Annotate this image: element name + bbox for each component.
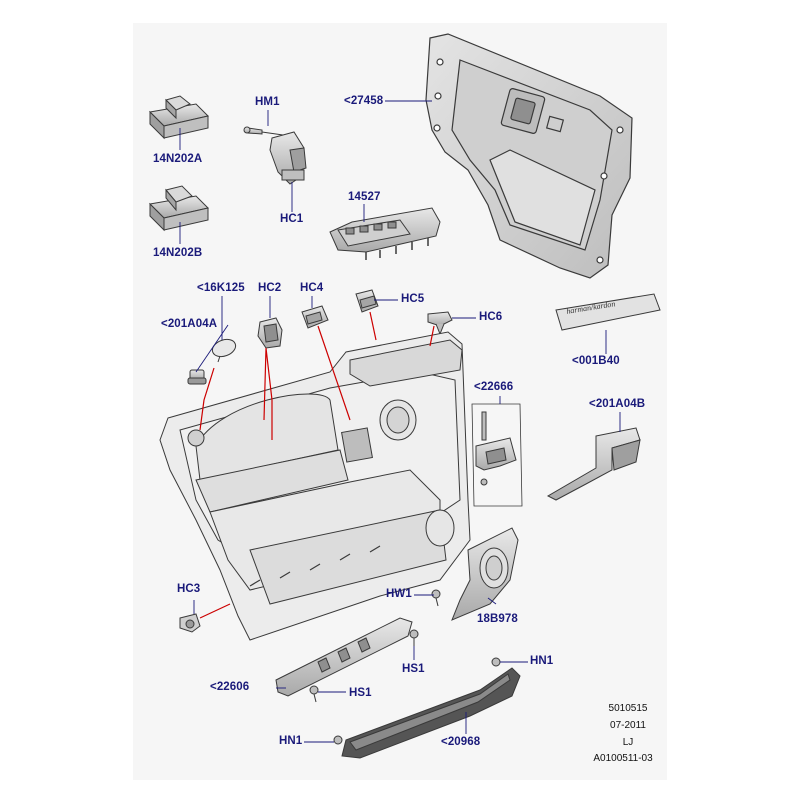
fastener-hc3: [179, 613, 201, 633]
cap-16k125: [211, 338, 237, 363]
label-hc3: HC3: [177, 583, 201, 595]
label-001b40: <001B40: [572, 355, 620, 367]
speaker-trim-18b978: [451, 527, 519, 621]
nut-hn1-right: [491, 657, 501, 667]
label-22666: <22666: [474, 381, 514, 393]
label-hs1-right: HS1: [402, 663, 425, 675]
label-22606: <22606: [210, 681, 250, 693]
label-hc1: HC1: [280, 213, 304, 225]
leader-lines: [179, 100, 621, 743]
clip-14n202b: [148, 185, 209, 232]
label-14527: 14527: [348, 191, 381, 203]
screw-hs1-right: [409, 629, 419, 646]
label-16k125: <16K125: [197, 282, 245, 294]
harman-kardon-badge: [555, 293, 661, 331]
screw-hw1: [431, 589, 441, 607]
hinge-bracket-hm1: [243, 126, 307, 185]
drawing-code: 5010515: [608, 703, 648, 714]
switch-pack-14527: [329, 207, 441, 260]
label-14n202b: 14N202B: [153, 247, 203, 259]
clip-14n202a: [148, 95, 209, 140]
retainer-201a04a: [187, 369, 207, 385]
door-inner-panel-27458: [425, 33, 633, 279]
label-hc6: HC6: [479, 311, 503, 323]
clip-hc4: [301, 305, 329, 329]
label-hs1-left: HS1: [349, 687, 372, 699]
label-14n202a: 14N202A: [153, 153, 203, 165]
label-18b978: 18B978: [477, 613, 518, 625]
clip-hc2: [257, 317, 283, 349]
door-handle-22666: [471, 403, 523, 507]
drawing-reference: A0100511-03: [593, 753, 653, 764]
label-201a04b: <201A04B: [589, 398, 646, 410]
label-hc4: HC4: [300, 282, 324, 294]
clip-location-lines: [199, 311, 435, 619]
clip-hc5: [355, 289, 379, 313]
label-201a04a: <201A04A: [161, 318, 218, 330]
label-hc5: HC5: [401, 293, 425, 305]
clip-hc6: [427, 311, 453, 336]
label-27458: <27458: [344, 95, 384, 107]
bracket-201a04b: [546, 427, 641, 501]
moulding-20968: [341, 667, 521, 759]
label-hn1-right: HN1: [530, 655, 554, 667]
label-20968: <20968: [441, 736, 481, 748]
door-trim-panel: [159, 331, 471, 641]
label-hn1-left: HN1: [279, 735, 303, 747]
screw-hs1-left: [309, 685, 319, 703]
trim-strip-22606: [275, 617, 413, 697]
label-hm1: HM1: [255, 96, 280, 108]
drawing-date: 07-2011: [610, 720, 646, 731]
label-hc2: HC2: [258, 282, 282, 294]
drawing-initials: LJ: [622, 737, 634, 748]
nut-hn1-left: [333, 735, 343, 745]
label-hw1: HW1: [386, 588, 412, 600]
